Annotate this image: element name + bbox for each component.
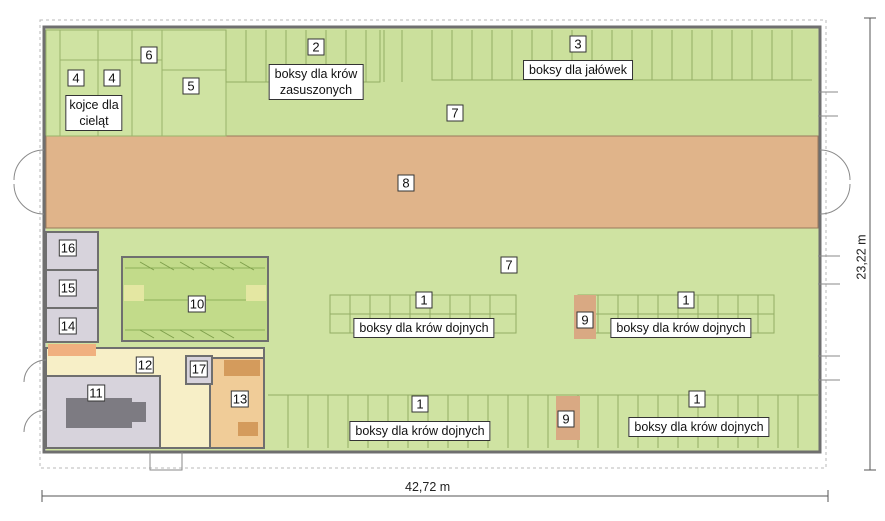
room-number-7: 7 <box>446 104 464 122</box>
room-13 <box>209 357 265 449</box>
dimension-width: 42,72 m <box>402 480 454 494</box>
label-heifers: boksy dla jałówek <box>523 60 633 80</box>
room-number-1: 1 <box>677 291 695 309</box>
room-number-1: 1 <box>415 291 433 309</box>
room-number-5: 5 <box>182 77 200 95</box>
outer-wall <box>42 25 822 454</box>
room-number-2: 2 <box>307 38 325 56</box>
room-number-16: 16 <box>58 239 78 257</box>
room-number-8: 8 <box>397 174 415 192</box>
stall-lines-north <box>225 30 812 83</box>
room-8-feed-alley <box>45 135 819 229</box>
room-number-12: 12 <box>135 356 155 374</box>
room-number-9: 9 <box>576 311 594 329</box>
room-number-6: 6 <box>140 46 158 64</box>
label-dairy-cows-1: boksy dla krów dojnych <box>353 318 495 338</box>
room-number-11: 11 <box>87 384 105 402</box>
room-number-17: 17 <box>189 360 209 378</box>
room-number-3: 3 <box>569 35 587 53</box>
label-dairy-cows-2: boksy dla krów dojnych <box>610 318 752 338</box>
room-number-13: 13 <box>230 390 250 408</box>
room-number-10: 10 <box>187 295 207 313</box>
label-dairy-cows-4: boksy dla krów dojnych <box>628 417 770 437</box>
building-outline <box>39 19 827 469</box>
room-number-4: 4 <box>67 69 85 87</box>
label-dry-cows: boksy dla krów zasuszonych <box>268 64 364 100</box>
label-calf-pens: kojce dla cieląt <box>65 95 123 131</box>
dimension-lines <box>41 17 876 502</box>
label-dairy-cows-3: boksy dla krów dojnych <box>349 421 491 441</box>
dimension-depth: 23,22 m <box>854 231 869 283</box>
room-number-9: 9 <box>557 410 575 428</box>
room-number-1: 1 <box>411 395 429 413</box>
room-number-1: 1 <box>688 390 706 408</box>
room-number-14: 14 <box>58 317 78 335</box>
room-number-4: 4 <box>103 69 121 87</box>
doors <box>13 91 851 471</box>
room-number-7: 7 <box>500 256 518 274</box>
room-number-15: 15 <box>58 279 78 297</box>
